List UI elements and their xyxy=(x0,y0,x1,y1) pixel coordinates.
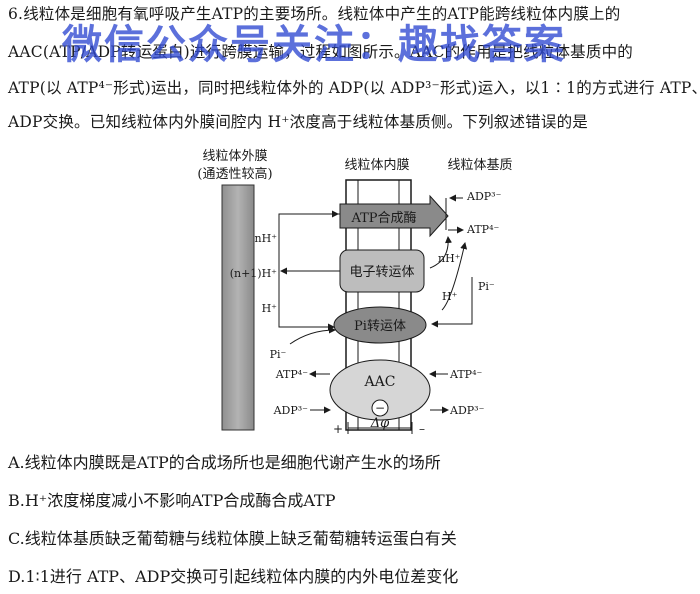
adp-right: ADP³⁻ xyxy=(449,404,485,417)
pi-right-label: Pi⁻ xyxy=(478,280,495,293)
watermark: 微信公众号关注：趣找答案 xyxy=(62,22,566,68)
option-a[interactable]: A.线粒体内膜既是ATP的合成场所也是细胞代谢产生水的场所 xyxy=(8,453,441,472)
electron-transporter: 电子转运体 xyxy=(339,249,425,293)
option-c[interactable]: C.线粒体基质缺乏葡萄糖与线粒体膜上缺乏葡萄糖转运蛋白有关 xyxy=(8,529,457,548)
n1H-label: (n+1)H⁺ xyxy=(230,267,277,280)
pi-transporter: Pi转运体 xyxy=(333,306,427,344)
nH-right: nH⁺ xyxy=(438,252,461,265)
option-b[interactable]: B.H⁺浓度梯度减小不影响ATP合成酶合成ATP xyxy=(8,491,336,510)
potential-label: Δφ xyxy=(370,416,390,431)
question-line-1: 6.线粒体是细胞有氧呼吸产生ATP的主要场所。线粒体中产生的ATP能跨线粒体内膜… xyxy=(8,5,621,23)
outer-membrane xyxy=(221,184,255,431)
svg-text:Pi转运体: Pi转运体 xyxy=(354,319,406,334)
minus-sign: – xyxy=(419,422,425,436)
pi-left-label: Pi⁻ xyxy=(270,348,287,361)
matrix-label: 线粒体基质 xyxy=(447,158,512,173)
adp-matrix-top: ADP³⁻ xyxy=(466,190,502,203)
question-line-4: ADP交换。已知线粒体内外膜间腔内 H⁺浓度高于线粒体基质侧。下列叙述错误的是 xyxy=(8,113,588,131)
atp-left: ATP⁴⁻ xyxy=(275,368,308,381)
atp-right: ATP⁴⁻ xyxy=(449,368,482,381)
atp-matrix-top: ATP⁴⁻ xyxy=(466,223,499,236)
svg-text:ATP合成酶: ATP合成酶 xyxy=(350,210,416,226)
aac-transporter: AAC − xyxy=(329,359,431,421)
svg-text:AAC: AAC xyxy=(364,374,396,390)
option-d[interactable]: D.1∶1进行 ATP、ADP交换可引起线粒体内膜的内外电位差变化 xyxy=(8,567,459,586)
plus-sign: + xyxy=(333,422,343,436)
svg-text:电子转运体: 电子转运体 xyxy=(349,265,414,280)
H-left: H⁺ xyxy=(262,302,278,315)
H-right: H⁺ xyxy=(442,290,458,303)
outer-membrane-label: 线粒体外膜 xyxy=(202,149,267,164)
pi-left-arrow xyxy=(289,326,336,345)
inner-membrane-label: 线粒体内膜 xyxy=(344,157,409,173)
nH-left: nH⁺ xyxy=(255,232,278,245)
adp-left: ADP³⁻ xyxy=(273,404,309,417)
question-line-3: ATP(以 ATP⁴⁻形式)运出，同时把线粒体外的 ADP(以 ADP³⁻形式)… xyxy=(8,79,700,97)
atp-synthase: ATP合成酶 xyxy=(339,194,449,238)
pi-right-path xyxy=(431,277,473,328)
question-line-2: AAC(ATP/ADP转运蛋白)进行跨膜运输，过程如图所示。AAC的作用是把线粒… xyxy=(8,43,633,61)
svg-text:−: − xyxy=(375,401,385,415)
outer-membrane-note: (通透性较高) xyxy=(197,166,272,182)
mitochondria-diagram: 线粒体外膜 (通透性较高) 线粒体内膜 线粒体基质 ATP合成酶 电子转运体 P… xyxy=(197,149,512,436)
